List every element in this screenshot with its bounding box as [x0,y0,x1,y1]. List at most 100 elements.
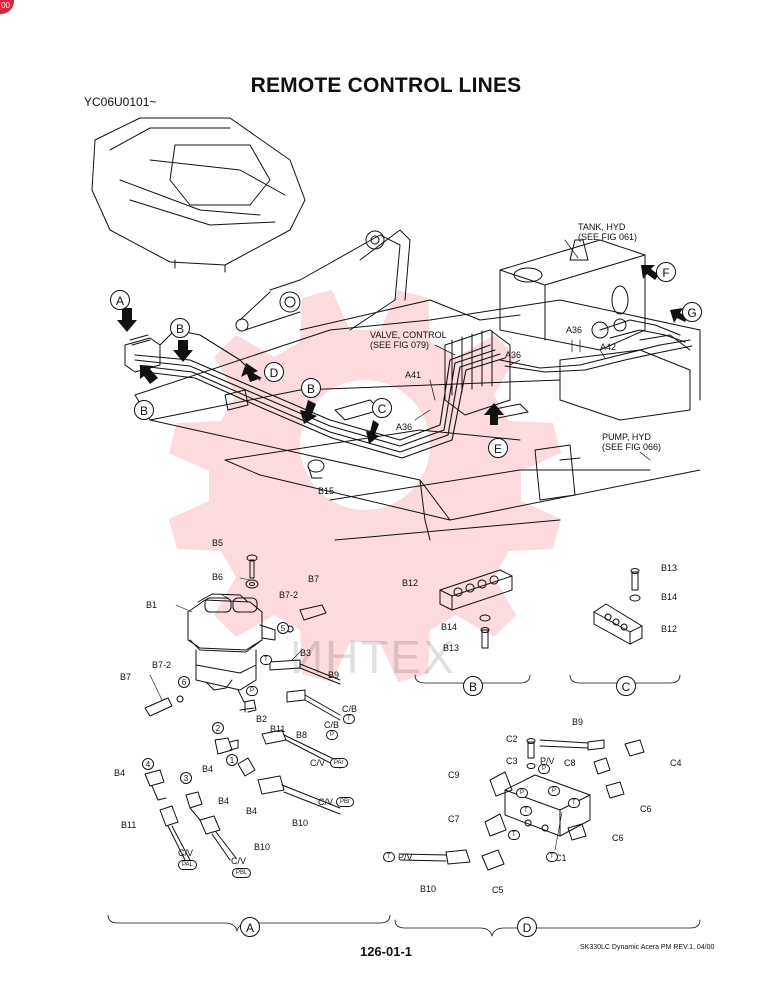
part-b5: B5 [212,538,224,548]
detail-a-drawing [144,554,341,861]
port-number-1: 1 [226,754,238,766]
tag-d-t5: T [546,852,558,862]
detail-a-bracket [107,914,391,932]
tag-pbr: PBr [336,797,355,807]
part-b10-lower: B10 [254,842,271,852]
tag-par: PAr [330,758,348,768]
part-b3: B3 [300,648,312,658]
part-cb-t: C/B [342,704,358,714]
part-b13-b: B13 [443,643,460,653]
callout-a: A [110,290,130,310]
part-cb-p: C/B [324,720,340,730]
page-title: REMOTE CONTROL LINES [250,74,522,97]
tag-d-p3: P [548,786,561,796]
part-b14-c: B14 [661,592,678,602]
tag-pbl: PBL [232,868,252,878]
callout-f: F [656,262,676,282]
part-b9: B9 [328,670,340,680]
detail-d-drawing [394,738,701,937]
tag-p-body: P [246,686,259,696]
model-code: YC06U0101~ [84,95,157,109]
part-b7-2-right: B7-2 [279,590,299,600]
part-c4: C4 [670,758,682,768]
tag-d-p1: P [538,764,551,774]
pump-label: PUMP, HYD (SEE FIG 066) [602,432,662,452]
watermark-gear [169,290,561,682]
port-number-4: 4 [142,758,154,770]
part-b12-b: B12 [402,578,419,588]
caption-detail-d: D [517,917,537,937]
port-number-2: 2 [212,722,224,734]
label-a41: A41 [405,370,422,380]
part-b4-c: B4 [246,806,258,816]
label-a36-valve: A36 [505,350,522,360]
port-number-6: 6 [178,676,190,688]
label-b15: B15 [318,486,335,496]
pilot-valve-main [124,334,249,411]
part-b13-c: B13 [661,563,678,573]
hose-bundle [134,319,693,459]
part-pv-top: P/V [540,756,555,766]
part-b12-c: B12 [661,624,678,634]
callout-c: C [372,398,392,418]
part-b2: B2 [256,714,268,724]
tag-d-t3: T [508,830,520,840]
page-number: 126-01-1 [359,944,413,959]
part-c2: C2 [506,734,518,744]
part-b4-left: B4 [114,768,126,778]
callout-b-top: B [170,318,190,338]
part-c8: C8 [564,758,576,768]
part-c6-upper: C6 [640,804,652,814]
part-b10-upper: B10 [292,818,309,828]
part-c3: C3 [506,756,518,766]
part-cv-pbl: C/V [231,856,247,866]
watermark-text: ИНТЕХ [290,631,456,683]
part-c9: C9 [448,770,460,780]
tag-t-cb: T [343,714,355,724]
document-reference: SK330LC Dynamic Acera PM REV.1, 04/00 [580,944,715,951]
part-b1: B1 [146,600,158,610]
part-b6: B6 [212,572,224,582]
machine-thumbnail [91,117,306,273]
part-b8: B8 [296,730,308,740]
part-pv-left: P/V [398,852,413,862]
label-a42: A42 [600,342,617,352]
tag-d-t2: T [520,806,532,816]
leaders [414,239,651,461]
part-cv-par: C/V [310,758,326,768]
part-b4-a: B4 [202,764,214,774]
part-b7-right: B7 [308,574,320,584]
valve-label: VALVE, CONTROL (SEE FIG 079) [370,330,447,350]
part-c1: C1 [555,853,567,863]
caption-detail-b: B [463,676,483,696]
label-a36-lower: A36 [396,422,413,432]
part-b7-left: B7 [120,672,132,682]
callout-b-mid: B [301,378,321,398]
part-b10-d: B10 [420,884,437,894]
port-number-5: 5 [277,622,289,634]
part-b14-b: B14 [441,622,458,632]
part-b11-upper: B11 [270,724,286,734]
part-b9-d: B9 [572,717,584,727]
tag-d-t1: T [568,798,580,808]
tank-label: TANK, HYD (SEE FIG 061) [578,222,638,242]
part-b11-lower: B11 [121,820,137,830]
detail-b-drawing [414,569,531,692]
part-c7: C7 [448,814,460,824]
callout-g: G [682,302,702,322]
part-c6-lower: C6 [612,833,624,843]
tag-p-cb: P [326,730,339,740]
arrows [117,265,688,444]
port-number-3: 3 [180,772,192,784]
main-frame [134,229,701,541]
label-a36-tank: A36 [566,325,583,335]
clamp-b15 [307,459,325,479]
part-b7-2-left: B7-2 [152,660,172,670]
part-b4-b: B4 [218,796,230,806]
callout-e: E [488,438,508,458]
tag-d-t4: T [383,852,395,862]
part-cv-pal: C/V [178,848,194,858]
tag-pal: PAL [178,860,197,870]
caption-detail-c: C [616,676,636,696]
